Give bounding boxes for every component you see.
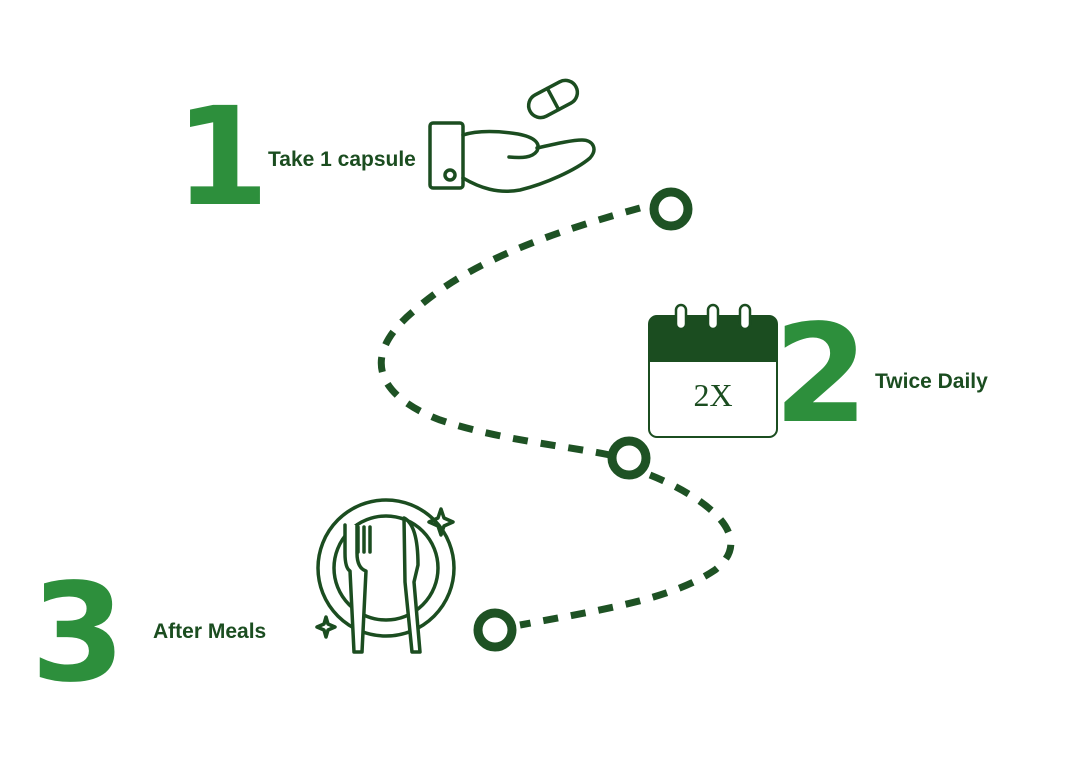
step-3-label: After Meals [153, 620, 266, 643]
step-2-label: Twice Daily [875, 370, 988, 393]
hand-capsule-icon [428, 78, 596, 193]
dashed-path [377, 204, 735, 629]
path-node-end [473, 608, 517, 652]
calendar-icon: 2X [648, 303, 778, 438]
calendar-text: 2X [693, 377, 732, 413]
step-1-label: Take 1 capsule [268, 148, 416, 171]
path-node-middle [607, 436, 651, 480]
path-node-start [649, 187, 693, 231]
step-3-number: 3 [31, 555, 126, 713]
step-1-number: 1 [175, 79, 270, 237]
step-2-number: 2 [774, 296, 869, 454]
plate-cutlery-icon [315, 498, 456, 654]
